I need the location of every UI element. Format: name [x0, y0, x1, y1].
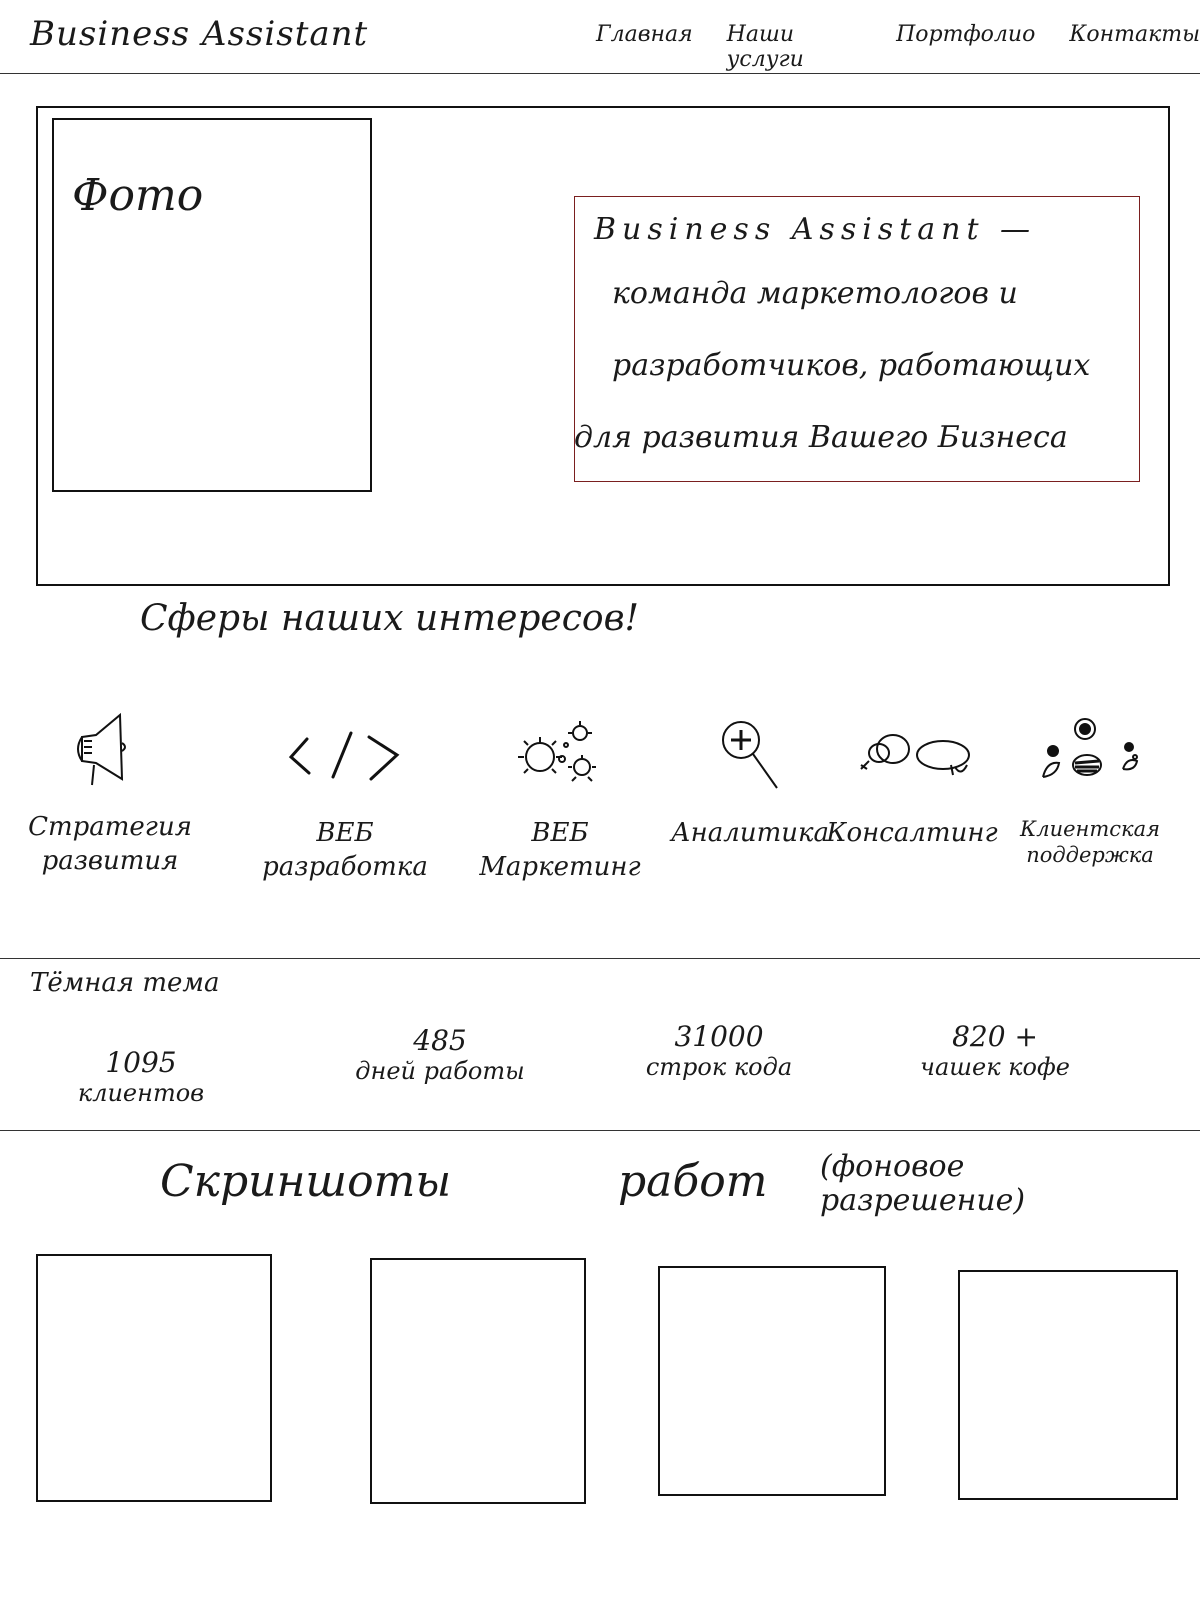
stat-value: 31000 [674, 1020, 764, 1053]
service-consulting[interactable]: Консалтинг [822, 712, 1002, 850]
stat-label: дней работы [355, 1057, 525, 1085]
stat-value: 485 [413, 1024, 467, 1057]
service-label: Аналитика [670, 818, 830, 848]
bugs-icon [510, 715, 610, 799]
stat-value: 820 + [952, 1020, 1038, 1053]
hero-tagline-box [574, 196, 1140, 482]
chat-bubbles-icon [847, 725, 977, 789]
hero-tagline-line: разработчиков, работающих [612, 348, 1091, 383]
code-icon [285, 725, 405, 789]
stat-label: клиентов [77, 1079, 205, 1107]
nav-link-contacts[interactable]: Контакты [1069, 22, 1200, 47]
work-screenshot[interactable] [36, 1254, 272, 1502]
service-label: ВЕБ Маркетинг [479, 818, 641, 882]
services-title: Сферы наших интересов! [140, 598, 639, 639]
hero-tagline-line: команда маркетологов и [612, 276, 1018, 311]
work-screenshot[interactable] [658, 1266, 886, 1496]
work-screenshot[interactable] [958, 1270, 1178, 1500]
people-icon [1035, 715, 1145, 799]
stat-days: 485 дней работы [330, 1024, 550, 1085]
works-title: Скриншоты [160, 1156, 452, 1207]
magnifier-icon [705, 710, 795, 804]
stat-coffee-cups: 820 + чашек кофе [880, 1020, 1110, 1081]
brand-logo[interactable]: Business Assistant [30, 14, 369, 54]
service-client-support[interactable]: Клиентская поддержка [1000, 712, 1180, 868]
work-screenshot[interactable] [370, 1258, 586, 1504]
stat-value: 1095 [105, 1046, 177, 1079]
stat-label: чашек кофе [920, 1053, 1070, 1081]
service-label: Стратегия развития [28, 812, 192, 876]
stat-code-lines: 31000 строк кода [624, 1020, 814, 1081]
service-label: Консалтинг [826, 818, 998, 848]
hero-tagline-line: Business Assistant — [594, 212, 1037, 247]
works-title-continued: работ [618, 1156, 768, 1207]
service-web-marketing[interactable]: ВЕБ Маркетинг [470, 712, 650, 884]
nav-link-services[interactable]: Наши услуги [726, 22, 804, 72]
service-analytics[interactable]: Аналитика [660, 712, 840, 850]
hero-tagline-line: для развития Вашего Бизнеса [574, 420, 1068, 455]
main-nav: Главная Наши услуги Портфолио Контакты [596, 22, 1200, 72]
megaphone-icon [70, 707, 150, 795]
service-label: Клиентская поддержка [1019, 817, 1161, 867]
hero-photo-placeholder [52, 118, 372, 492]
nav-link-portfolio[interactable]: Портфолио [896, 22, 1036, 47]
nav-link-home[interactable]: Главная [596, 22, 693, 47]
photo-label: Фото [72, 170, 204, 221]
header-divider [0, 73, 1200, 74]
service-strategy[interactable]: Стратегия развития [20, 706, 200, 878]
stats-top-divider [0, 958, 1200, 959]
stats-bottom-divider [0, 1130, 1200, 1131]
service-web-development[interactable]: ВЕБ разработка [255, 712, 435, 884]
service-label: ВЕБ разработка [262, 818, 428, 882]
dark-theme-toggle[interactable]: Тёмная тема [30, 968, 220, 998]
stat-clients: 1095 клиентов [56, 1046, 226, 1107]
stat-label: строк кода [645, 1053, 793, 1081]
works-title-note: (фоновое разрешение) [820, 1149, 1026, 1218]
